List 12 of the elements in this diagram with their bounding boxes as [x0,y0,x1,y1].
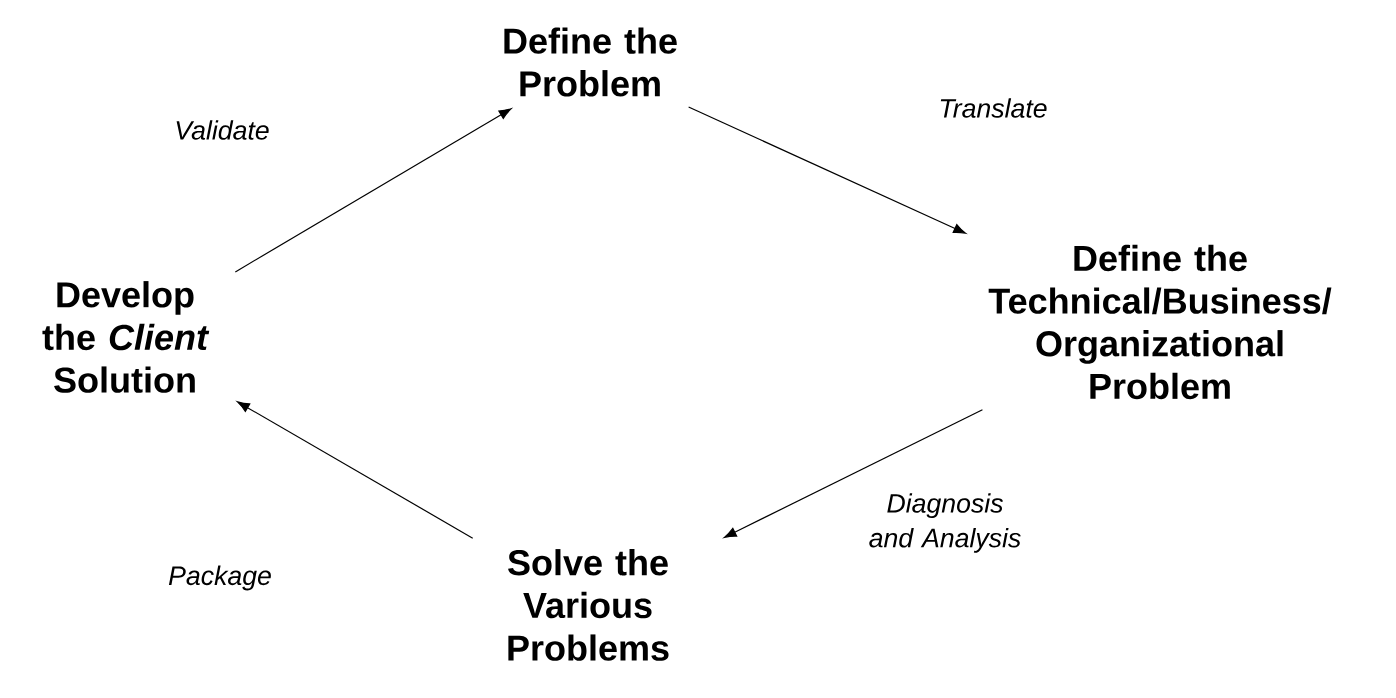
arrow [688,106,967,234]
step-text: Define the Technical/Business/ Organizational Problem [988,244,1332,400]
step-text: Develop the Client Solution [42,281,210,393]
edge-label: Diagnosis and Analysis [869,493,1021,553]
arrow [236,401,474,539]
arrow [723,409,984,538]
step-text: Define the Problem [504,27,677,97]
edge-label: Package [168,565,271,591]
step-text: Solve the Various Problems [508,549,669,661]
edge-label: Translate [940,98,1047,118]
arrow [234,108,512,273]
edge-label: Validate [176,120,269,140]
